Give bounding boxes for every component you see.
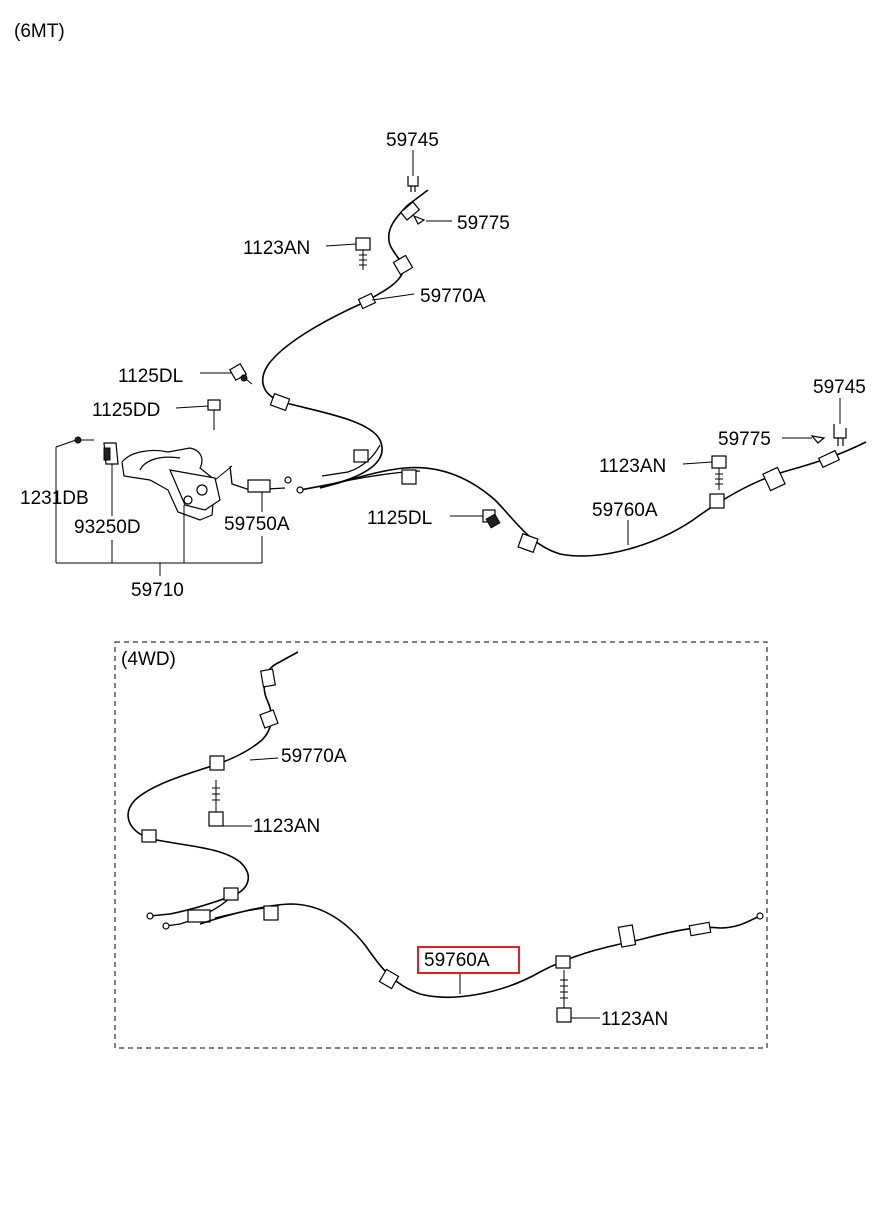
cable-end <box>162 922 170 930</box>
cable-clip <box>357 292 377 310</box>
cable-clip <box>263 905 279 921</box>
bolt-1123an-lower-left-icon <box>208 780 224 827</box>
part-label-59745-top: 59745 <box>386 130 439 151</box>
cable-equalizer <box>247 479 271 493</box>
cable-bracket <box>259 709 279 729</box>
cable-bracket <box>392 254 414 276</box>
part-label-59760a-upper: 59760A <box>592 500 658 521</box>
cable-end <box>756 912 764 920</box>
cable-59760a-upper <box>319 441 867 557</box>
part-label-59770a-top: 59770A <box>420 286 486 307</box>
part-label-1125dl-lower: 1125DL <box>367 508 432 529</box>
cable-end <box>146 912 154 920</box>
highlight-box <box>417 946 520 974</box>
leader-line <box>249 757 279 761</box>
upper-assembly: 59745 59775 1123AN 59770A 1125DL 1125DD … <box>20 130 867 601</box>
leader-line <box>325 243 357 247</box>
cable-59760a-lower-inner <box>214 907 271 919</box>
part-label-59710: 59710 <box>131 580 184 601</box>
bolt-1123an-top-icon <box>355 237 371 270</box>
cable-clip <box>223 887 239 901</box>
variant-label: (6MT) <box>14 21 65 42</box>
leader-line <box>175 405 209 409</box>
cable-end-fitting <box>260 668 276 688</box>
clip-59745-top-icon <box>407 176 419 192</box>
leader-line <box>371 293 415 301</box>
cable-clip <box>353 449 369 463</box>
cable-end <box>296 486 304 494</box>
part-label-59750a: 59750A <box>224 514 290 535</box>
part-label-59775-right: 59775 <box>718 429 771 450</box>
bolt-1123an-right-icon <box>711 455 727 490</box>
cable-end-fitting <box>817 449 841 469</box>
part-label-1123an-lower-right: 1123AN <box>601 1009 668 1030</box>
part-label-1123an-lower-left: 1123AN <box>253 816 320 837</box>
clip-59745-right-icon <box>833 424 847 446</box>
part-label-1125dl-upper: 1125DL <box>118 366 183 387</box>
part-label-59770a-lower: 59770A <box>281 746 347 767</box>
bolt-1123an-lower-right-icon <box>556 970 572 1023</box>
cable-clip <box>517 532 539 554</box>
bolt-1125dl-lower-icon <box>482 509 501 529</box>
part-label-1123an-top: 1123AN <box>243 238 310 259</box>
parking-brake-lever-icon <box>74 399 286 521</box>
cable-clip <box>141 829 157 843</box>
section-4wd-label: (4WD) <box>121 649 176 670</box>
section-4wd-box <box>114 641 768 1049</box>
cable-end-fitting <box>399 201 421 221</box>
part-label-59745-right: 59745 <box>813 377 866 398</box>
cable-clip <box>762 466 786 492</box>
cable-clip <box>555 955 571 969</box>
bolt-1125dl-upper-icon <box>228 362 253 385</box>
cable-equalizer <box>187 909 211 923</box>
cable-clip <box>269 392 291 412</box>
cable-end <box>284 476 292 484</box>
part-label-1123an-right: 1123AN <box>599 456 666 477</box>
leader-line <box>682 461 713 465</box>
cable-end-fitting <box>688 921 712 937</box>
pin-59775-right-icon <box>810 435 826 444</box>
part-label-1231db: 1231DB <box>20 488 89 509</box>
cable-clip <box>401 469 417 485</box>
part-label-93250d: 93250D <box>74 517 141 538</box>
leader-line <box>55 439 77 448</box>
cable-59770a-branch <box>321 444 381 477</box>
part-label-59760a-lower-highlighted: 59760A <box>424 950 490 971</box>
cable-clip <box>378 968 400 990</box>
cable-bracket <box>617 924 637 948</box>
lower-assembly: 59770A 1123AN 59760A 1123AN <box>127 651 764 1030</box>
cable-59770a-lower <box>127 651 299 917</box>
cable-clip <box>709 493 725 509</box>
cable-59770a-upper <box>261 189 429 491</box>
pin-59775-top-icon <box>412 214 426 225</box>
part-label-1125dd: 1125DD <box>92 400 160 421</box>
cable-clip <box>209 755 225 771</box>
part-label-59775-top: 59775 <box>457 213 510 234</box>
